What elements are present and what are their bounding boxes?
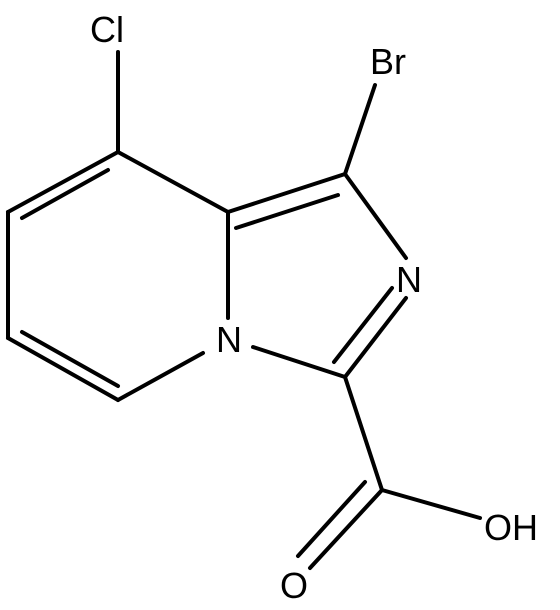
- bond-c6-c5-inner: [20, 330, 120, 388]
- bond-c8-c7-inner: [20, 168, 110, 220]
- bond-c8-c7: [6, 150, 120, 214]
- bond-c3-n4: [251, 345, 347, 379]
- atom-n-ring: N: [396, 259, 422, 300]
- bond-c6-c5: [6, 336, 120, 402]
- bond-c8a-c1: [226, 172, 347, 214]
- bond-carboxyl-oh: [380, 488, 482, 520]
- bond-c1-br: [343, 83, 377, 176]
- atom-carboxyl-o: O: [280, 565, 308, 606]
- bond-c5-n4: [116, 351, 205, 402]
- bond-n2-c3-inner: [332, 286, 394, 364]
- atom-cl: Cl: [90, 9, 124, 50]
- bond-c1-n2: [343, 172, 408, 260]
- atom-hydroxyl: OH: [484, 507, 538, 548]
- bond-c8a-c1-inner: [234, 193, 340, 230]
- atom-n-bridge: N: [216, 319, 242, 360]
- bond-c3-cooh: [343, 375, 384, 492]
- bond-n2-c3: [343, 296, 408, 379]
- bond-carboxyl-o-outer: [308, 488, 384, 570]
- atom-br: Br: [370, 41, 406, 82]
- bond-carboxyl-o-inner: [296, 480, 367, 558]
- bond-c8a-c8: [116, 150, 230, 214]
